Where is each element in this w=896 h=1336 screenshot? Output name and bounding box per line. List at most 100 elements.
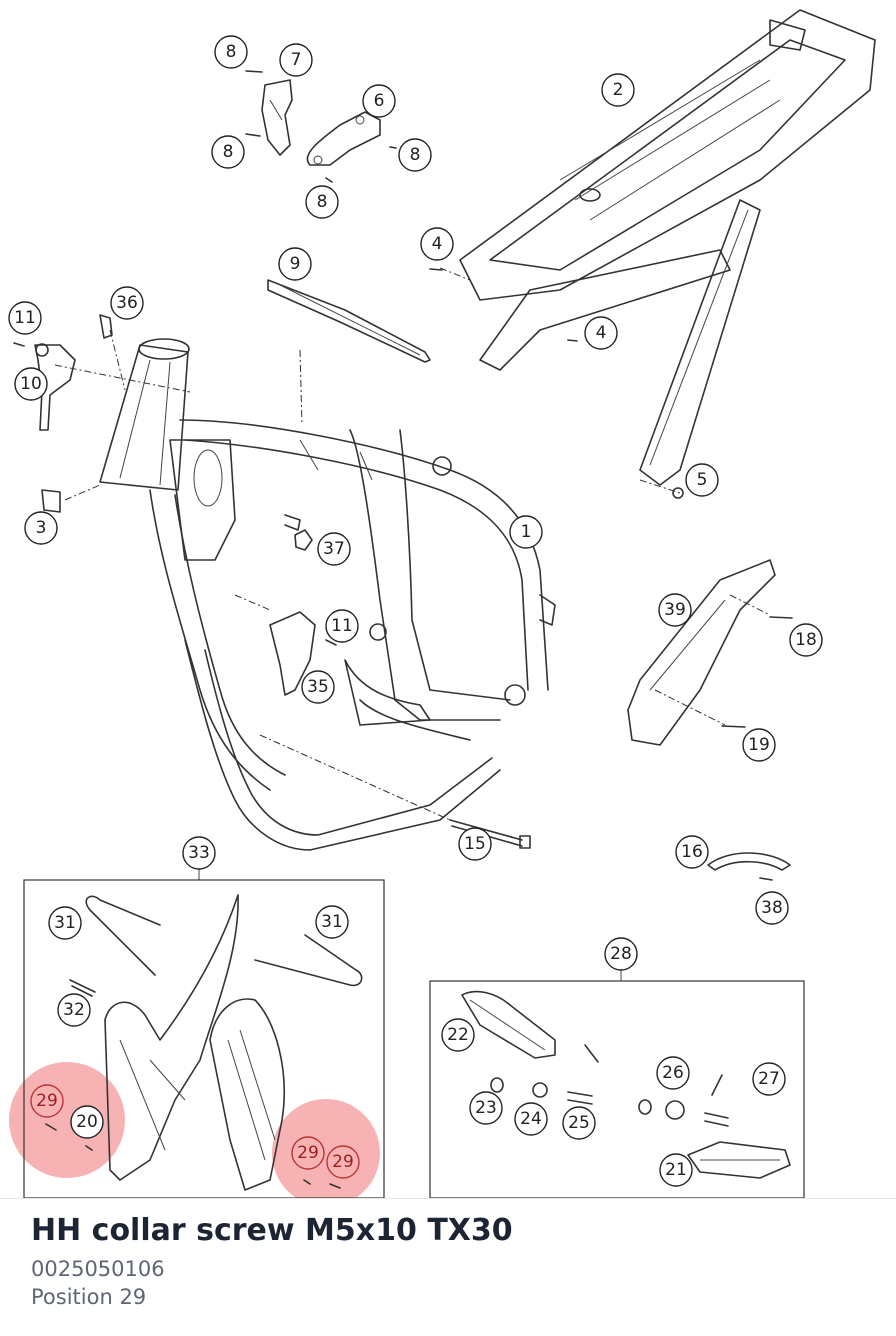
- callout-circle: [742, 728, 776, 762]
- callout-circle: [509, 515, 543, 549]
- callout-number: 38: [761, 898, 783, 918]
- callout-circle: [48, 906, 82, 940]
- callout-31: 31: [315, 905, 349, 939]
- callout-circle: [362, 84, 396, 118]
- callout-circle: [469, 1091, 503, 1125]
- callout-8: 8: [305, 185, 339, 219]
- callout-number: 35: [307, 677, 329, 697]
- callout-9: 9: [278, 247, 312, 281]
- callout-circle: [458, 827, 492, 861]
- callout-22: 22: [441, 1018, 475, 1052]
- callout-10: 10: [14, 367, 48, 401]
- callout-circle: [279, 43, 313, 77]
- callout-number: 28: [610, 944, 632, 964]
- callout-number: 27: [758, 1069, 780, 1089]
- callout-circle: [514, 1102, 548, 1136]
- callout-circle: [601, 73, 635, 107]
- callout-33: 33: [182, 836, 216, 870]
- callout-number: 24: [520, 1109, 542, 1129]
- callout-4: 4: [584, 316, 618, 350]
- callout-number: 33: [188, 843, 210, 863]
- callout-11: 11: [325, 609, 359, 643]
- callout-number: 7: [291, 50, 302, 70]
- callout-11: 11: [8, 301, 42, 335]
- callout-number: 26: [662, 1063, 684, 1083]
- callout-number: 11: [331, 616, 353, 636]
- callout-3: 3: [24, 511, 58, 545]
- callout-number: 39: [664, 600, 686, 620]
- callout-number: 1: [521, 522, 532, 542]
- callout-23: 23: [469, 1091, 503, 1125]
- callout-29: 29: [291, 1136, 325, 1170]
- subframe-drawing: [459, 9, 876, 486]
- callout-circle: [584, 316, 618, 350]
- callout-number: 5: [697, 470, 708, 490]
- callout-circle: [305, 185, 339, 219]
- callout-number: 4: [596, 323, 607, 343]
- callout-circle: [317, 532, 351, 566]
- callout-32: 32: [57, 993, 91, 1027]
- callout-number: 8: [223, 142, 234, 162]
- part-position: Position 29: [31, 1285, 147, 1309]
- callout-circle: [70, 1105, 104, 1139]
- callout-number: 18: [795, 630, 817, 650]
- callout-number: 29: [297, 1143, 319, 1163]
- callout-circle: [291, 1136, 325, 1170]
- assembly-lines: [54, 267, 771, 821]
- kit-28-box: [429, 968, 805, 1198]
- callout-35: 35: [301, 670, 335, 704]
- callout-number: 3: [36, 518, 47, 538]
- callout-39: 39: [658, 593, 692, 627]
- callout-number: 8: [226, 42, 237, 62]
- callout-16: 16: [675, 835, 709, 869]
- callout-circle: [326, 1145, 360, 1179]
- callout-circle: [24, 511, 58, 545]
- chain-guide-drawing: [707, 852, 791, 881]
- callout-circle: [315, 905, 349, 939]
- callout-number: 32: [63, 1000, 85, 1020]
- callout-27: 27: [752, 1062, 786, 1096]
- callout-number: 19: [748, 735, 770, 755]
- part-info-panel: HH collar screw M5x10 TX30 0025050106 Po…: [0, 1198, 896, 1336]
- callout-circle: [658, 593, 692, 627]
- callout-21: 21: [659, 1153, 693, 1187]
- callout-number: 23: [475, 1098, 497, 1118]
- callout-2: 2: [601, 73, 635, 107]
- callout-28: 28: [604, 937, 638, 971]
- callout-1: 1: [509, 515, 543, 549]
- callout-37: 37: [317, 532, 351, 566]
- callout-circle: [604, 937, 638, 971]
- callout-number: 22: [447, 1025, 469, 1045]
- callout-number: 8: [410, 145, 421, 165]
- callout-38: 38: [755, 891, 789, 925]
- callout-circle: [675, 835, 709, 869]
- callout-circle: [30, 1084, 64, 1118]
- exploded-parts-diagram: 1234456788889101111151618192021222324252…: [8, 9, 876, 1198]
- small-parts-center: [269, 529, 337, 696]
- callout-circle: [57, 993, 91, 1027]
- callout-circle: [752, 1062, 786, 1096]
- callout-number: 31: [321, 912, 343, 932]
- callout-29: 29: [30, 1084, 64, 1118]
- callout-number: 31: [54, 913, 76, 933]
- callout-number: 15: [464, 834, 486, 854]
- skid-plate-drawing: [627, 559, 793, 746]
- callout-number: 25: [568, 1113, 590, 1133]
- callout-circle: [110, 286, 144, 320]
- callout-24: 24: [514, 1102, 548, 1136]
- strap-drawing: [267, 279, 431, 363]
- callout-29: 29: [326, 1145, 360, 1179]
- callout-circle: [8, 301, 42, 335]
- callout-number: 21: [665, 1160, 687, 1180]
- callout-circle: [214, 35, 248, 69]
- callout-8: 8: [211, 135, 245, 169]
- callout-8: 8: [214, 35, 248, 69]
- callout-circle: [659, 1153, 693, 1187]
- callout-number: 29: [332, 1152, 354, 1172]
- callout-number: 36: [116, 293, 138, 313]
- callout-5: 5: [685, 463, 719, 497]
- callout-number: 16: [681, 842, 703, 862]
- highlight-position-29-right: [272, 1099, 380, 1198]
- callout-number: 8: [317, 192, 328, 212]
